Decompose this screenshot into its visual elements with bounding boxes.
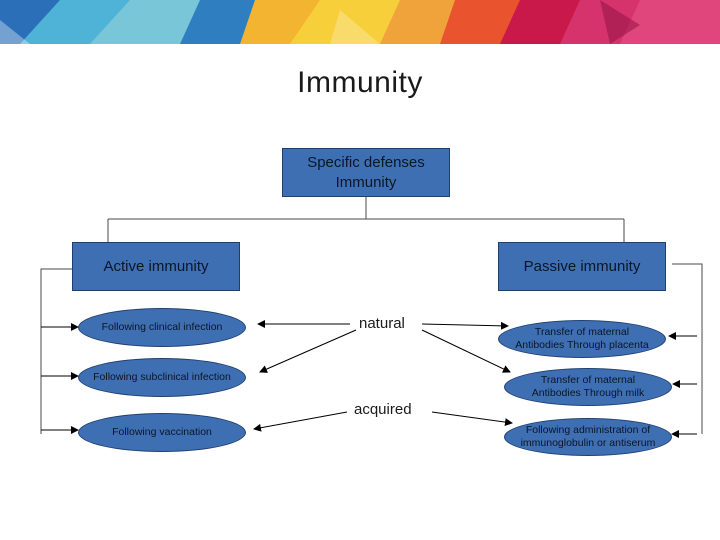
immunoglobulin-node: Following administration of immunoglobul… [504,418,672,456]
active-bracket-line [40,268,72,434]
active-immunity-node: Active immunity [72,242,240,291]
specific-defenses-label: Specific defenses [307,153,425,171]
vaccination-label: Following vaccination [112,426,212,438]
maternal-milk-line1: Transfer of maternal [540,374,636,386]
acquired-to-vaccination-arrow [253,411,348,432]
passive-immunity-node: Passive immunity [498,242,666,291]
natural-to-placenta-arrow [421,321,509,330]
passive-immunity-label: Passive immunity [523,257,641,275]
geometric-banner-graphic [0,0,720,44]
decorative-banner [0,0,720,44]
natural-label: natural [357,315,407,332]
acquired-label: acquired [352,401,414,418]
clinical-infection-label: Following clinical infection [101,321,223,333]
natural-to-subclinical-arrow [259,329,357,373]
slide-title: Immunity [297,66,423,99]
active-immunity-label: Active immunity [103,257,209,275]
maternal-placenta-node: Transfer of maternal Antibodies Through … [498,320,666,358]
subclinical-infection-label: Following subclinical infection [93,371,231,383]
immunoglobulin-line2: immunoglobulin or antiserum [520,437,656,449]
passive-bracket-line [672,263,703,434]
maternal-milk-line2: Antibodies Through milk [531,387,645,399]
clinical-infection-node: Following clinical infection [78,308,246,347]
vaccination-node: Following vaccination [78,413,246,452]
immunity-label: Immunity [335,173,397,191]
natural-to-milk-arrow [421,329,511,373]
maternal-placenta-line2: Antibodies Through placenta [515,339,649,351]
immunoglobulin-line1: Following administration of [525,424,651,436]
maternal-placenta-line1: Transfer of maternal [534,326,630,338]
specific-defenses-node: Specific defenses Immunity [282,148,450,197]
subclinical-infection-node: Following subclinical infection [78,358,246,397]
maternal-milk-node: Transfer of maternal Antibodies Through … [504,368,672,406]
acquired-to-antiserum-arrow [431,411,513,427]
